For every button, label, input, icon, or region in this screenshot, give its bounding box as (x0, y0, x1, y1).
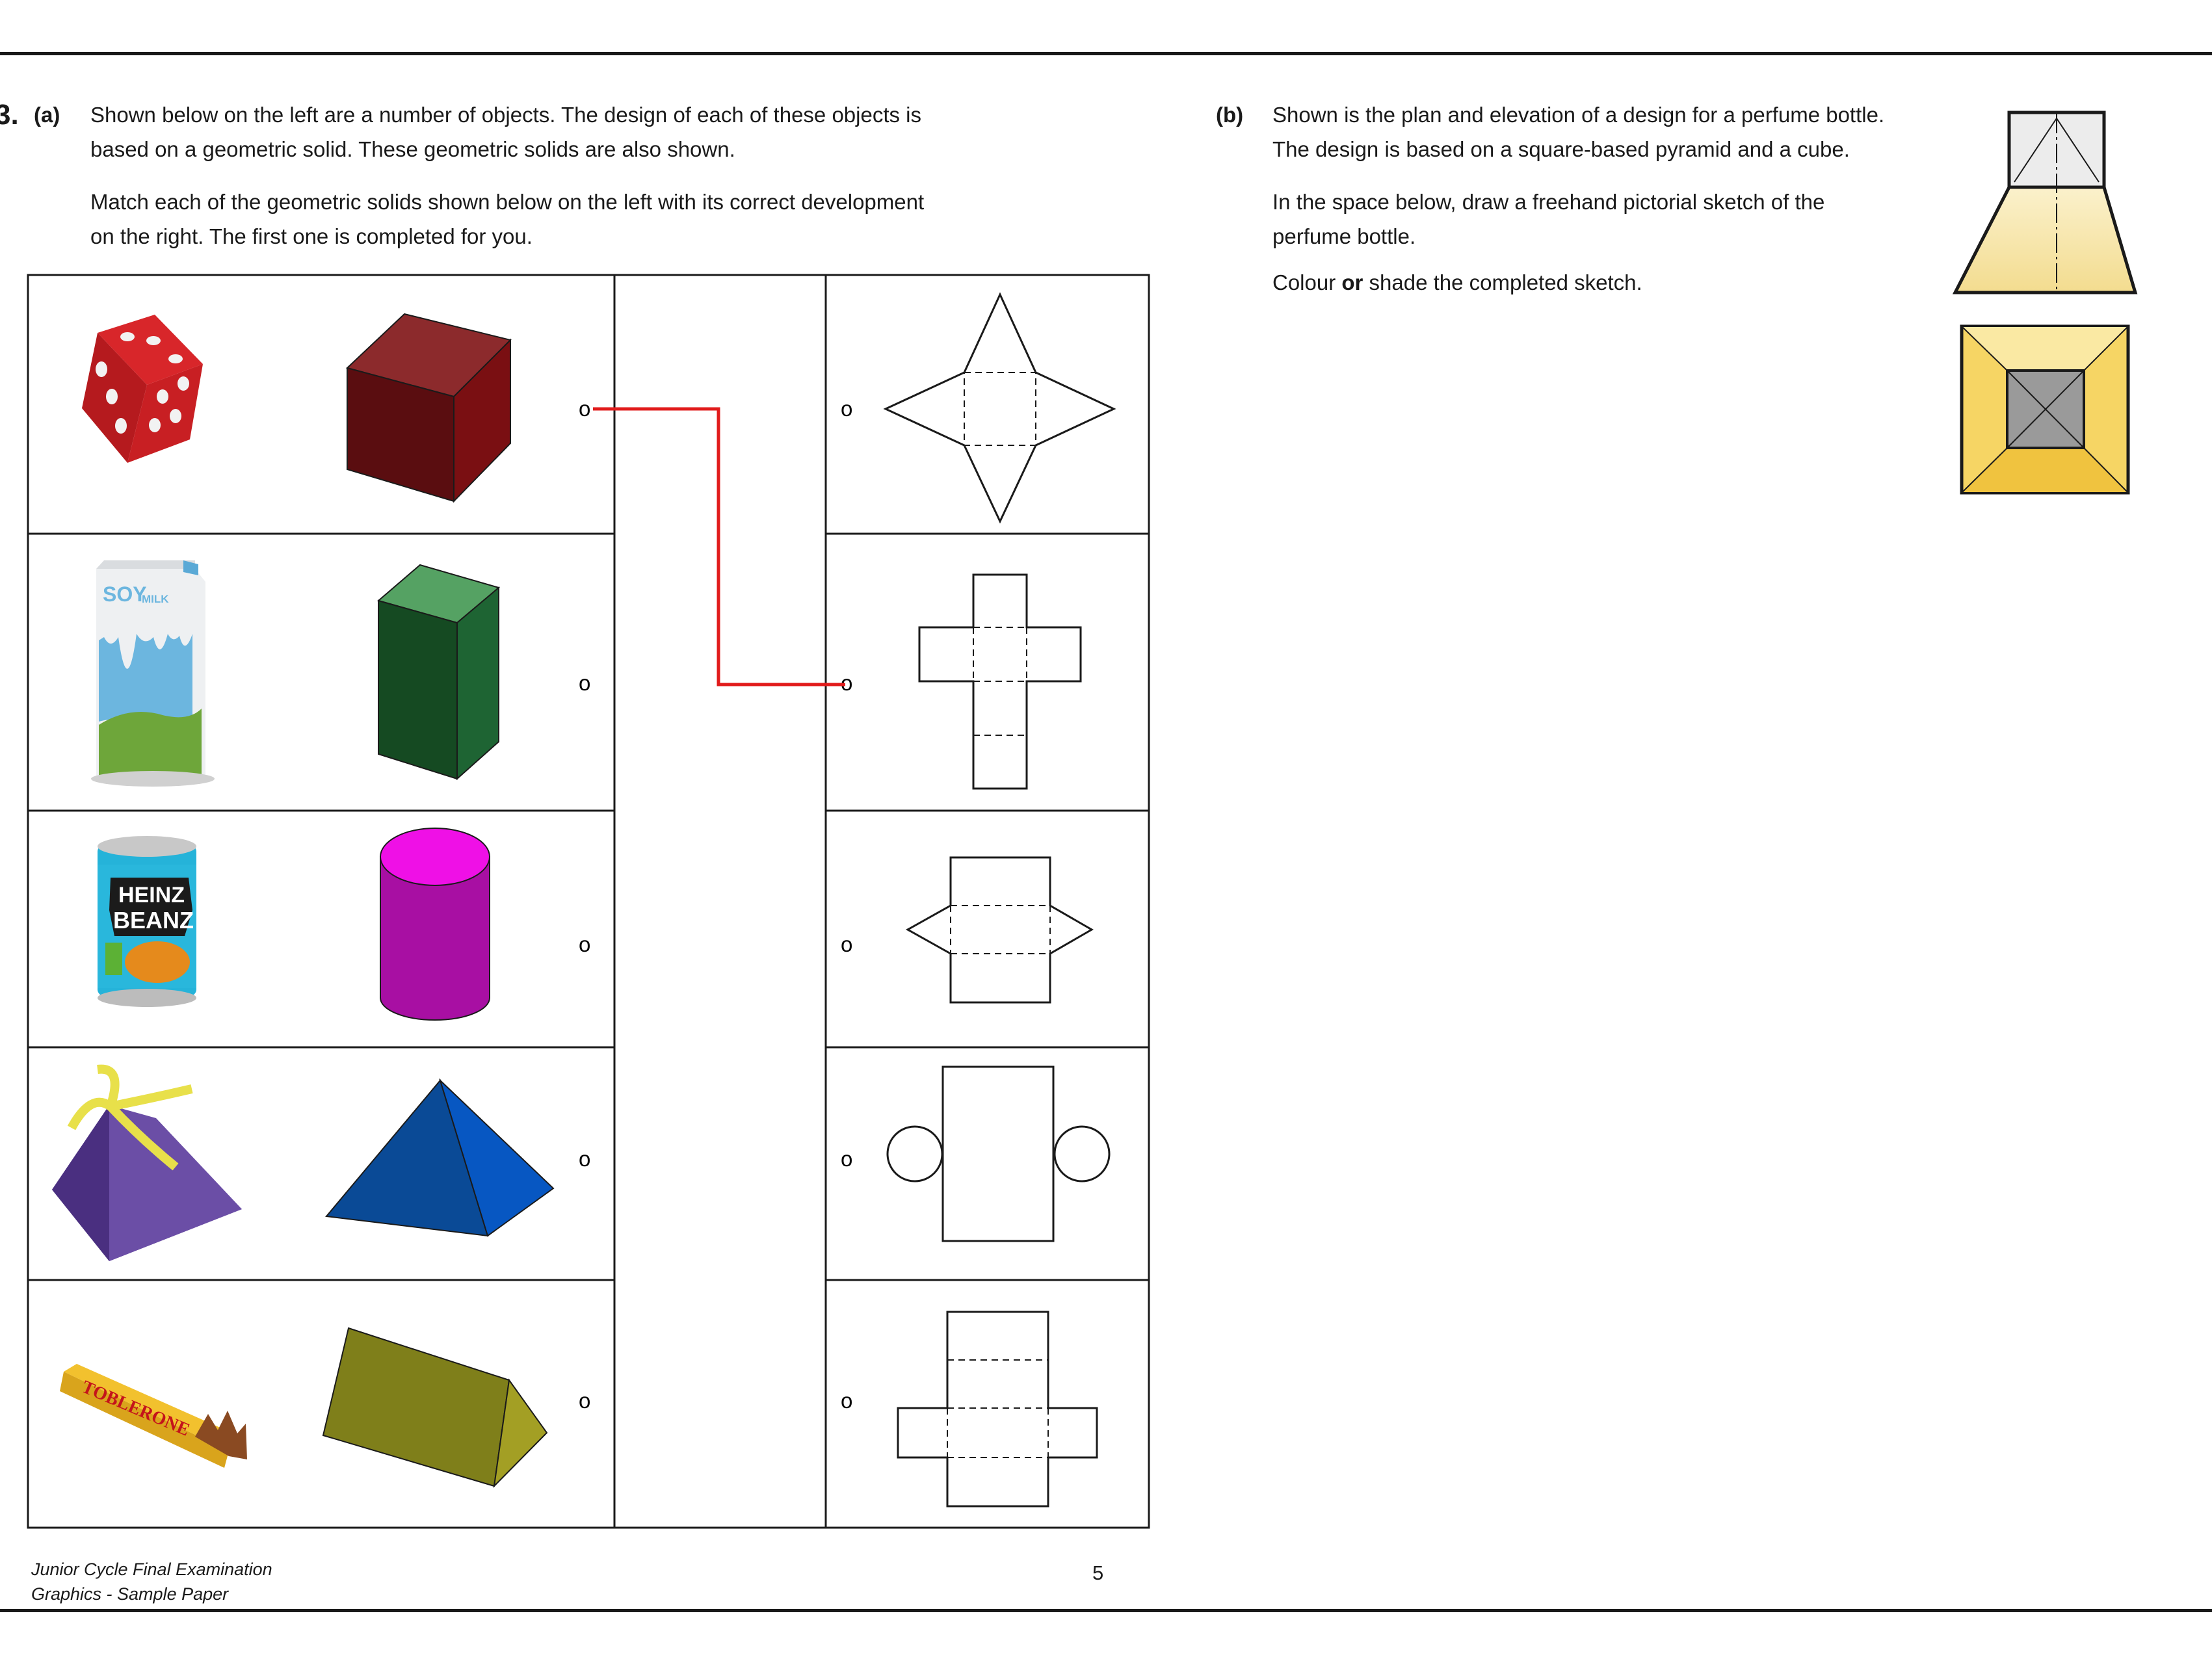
rectangular-prism-net (897, 1311, 1098, 1508)
row5-left-connector: o (579, 1389, 590, 1413)
part-b-line-3: In the space below, draw a freehand pict… (1272, 190, 1825, 214)
part-a-label: (a) (34, 103, 60, 127)
cylinder-net (886, 1065, 1111, 1242)
cube-solid (346, 313, 512, 503)
line5-pre: Colour (1272, 270, 1342, 294)
row3-right-connector: o (841, 932, 852, 956)
cube-net (918, 573, 1082, 790)
footer-exam-title: Junior Cycle Final Examination (31, 1560, 272, 1579)
carton-label-sub: MILK (142, 593, 169, 605)
rectangular-prism-solid (376, 564, 501, 781)
gift-box-image (52, 1064, 242, 1261)
page-number: 5 (1092, 1561, 1104, 1584)
matching-table (27, 274, 1150, 1529)
row5-right-connector: o (841, 1389, 852, 1413)
part-a-line-4: on the right. The first one is completed… (90, 224, 533, 248)
tin-label-line1: HEINZ (118, 883, 185, 908)
line5-post: shade the completed sketch. (1363, 270, 1642, 294)
part-b-line-1: Shown is the plan and elevation of a des… (1272, 103, 1885, 127)
part-b-label: (b) (1216, 103, 1244, 127)
part-a-line-3: Match each of the geometric solids shown… (90, 190, 925, 214)
question-number: 3. (0, 99, 19, 131)
triangular-prism-solid (322, 1327, 548, 1488)
perfume-bottle-plan (1960, 324, 2130, 495)
square-pyramid-solid (325, 1078, 555, 1237)
line5-bold: or (1341, 270, 1363, 294)
part-a-line-1: Shown below on the left are a number of … (90, 103, 922, 127)
part-b-line-5: Colour or shade the completed sketch. (1272, 265, 1642, 300)
row3-left-connector: o (579, 932, 590, 956)
part-a-line-2: based on a geometric solid. These geomet… (90, 137, 735, 161)
row4-right-connector: o (841, 1147, 852, 1171)
bean-tin-image: HEINZ BEANZ (98, 836, 196, 1007)
triangular-prism-net (905, 856, 1094, 1004)
part-b-line-4: perfume bottle. (1272, 224, 1416, 248)
part-b-line-2: The design is based on a square-based py… (1272, 137, 1850, 161)
square-pyramid-net (883, 292, 1116, 524)
row1-right-connector: o (841, 397, 852, 421)
cylinder-solid (380, 828, 490, 1021)
bottom-rule (0, 1609, 2212, 1612)
top-rule (0, 52, 2212, 55)
carton-label-main: SOY (103, 582, 147, 606)
row1-left-connector: o (579, 397, 590, 421)
chocolate-bar-image: TOBLERONE (60, 1364, 247, 1468)
soy-milk-carton-image: SOY MILK (91, 560, 215, 787)
row2-left-connector: o (579, 671, 590, 695)
perfume-bottle-elevation (1952, 111, 2138, 294)
red-die-image (82, 315, 203, 463)
row2-right-connector: o (841, 671, 852, 695)
example-match-line (593, 407, 845, 686)
footer-paper-title: Graphics - Sample Paper (31, 1584, 229, 1604)
tin-label-line2: BEANZ (113, 907, 194, 934)
row4-left-connector: o (579, 1147, 590, 1171)
